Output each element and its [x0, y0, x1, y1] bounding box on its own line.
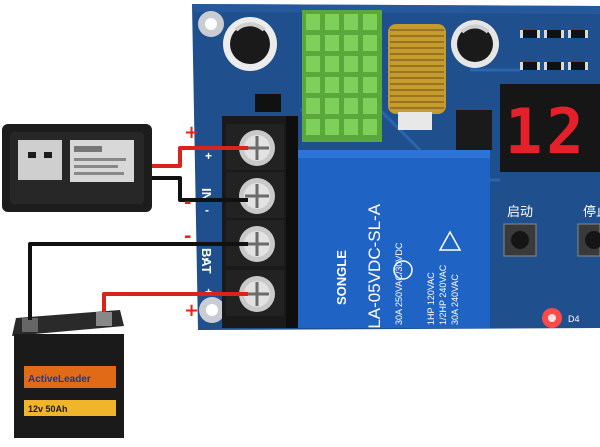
stop-button[interactable]: 停止 — [577, 204, 600, 257]
relay-rating-4: 30A 240VAC — [450, 274, 460, 325]
display-value: 12.0 — [505, 95, 600, 168]
battery-label-band — [24, 366, 116, 388]
heatsink — [302, 10, 382, 142]
mounting-hole-icon — [199, 297, 225, 323]
led-indicator: D4 — [542, 308, 580, 328]
input-label: IN — [199, 188, 214, 201]
capacitor-right — [451, 20, 499, 68]
wiring — [28, 146, 248, 320]
polarity-mark-4: + — [184, 300, 199, 321]
battery-label: BAT — [199, 248, 214, 274]
terminal-sign-3: - — [205, 251, 209, 265]
resistor-array — [520, 30, 588, 70]
terminal-screw-2 — [226, 172, 284, 218]
polarity-mark-3: - — [184, 226, 191, 247]
capacitor-left — [223, 17, 277, 71]
relay: SONGLE SLA-05VDC-SL-A 30A 250VAC/30VDC 1… — [292, 150, 490, 340]
start-button-label: 启动 — [507, 204, 533, 219]
cqc-mark-icon — [393, 260, 413, 280]
header-pins — [398, 112, 432, 130]
battery-negative-wire — [28, 242, 248, 320]
terminal-sign-2: - — [205, 203, 209, 217]
battery-terminal-positive — [96, 312, 112, 326]
adapter-positive-wire — [152, 146, 248, 168]
polarity-mark-1: + — [184, 122, 199, 143]
inductor-coil — [388, 24, 446, 114]
relay-rating-2: 1HP 120VAC — [426, 272, 436, 325]
polarity-mark-2: - — [184, 192, 191, 213]
relay-rating-3: 1/2HP 240VAC — [438, 264, 448, 325]
terminal-screw-4 — [226, 270, 284, 316]
terminal-screw-3 — [226, 220, 284, 266]
battery-brand: ActiveLeader — [28, 374, 91, 385]
start-button[interactable]: 启动 — [503, 204, 537, 257]
stop-button-label: 停止 — [583, 204, 600, 219]
relay-model: SLA-05VDC-SL-A — [365, 203, 384, 340]
relay-brand: SONGLE — [334, 250, 349, 305]
terminal-sign-1: + — [205, 149, 212, 163]
car-battery: ActiveLeader 12v 50Ah — [12, 310, 124, 438]
mounting-hole-icon — [198, 11, 224, 37]
relay-rating-1: 30A 250VAC/30VDC — [394, 242, 404, 325]
terminal-block — [222, 116, 298, 328]
warning-triangle-icon — [438, 230, 462, 251]
adapter-plug-icon — [18, 140, 62, 180]
battery-spec: 12v 50Ah — [28, 404, 68, 414]
adapter-negative-wire — [152, 176, 248, 202]
seven-segment-display: 12.0 — [500, 84, 600, 172]
battery-terminal-negative — [22, 318, 38, 332]
diode — [255, 94, 281, 112]
ic-chip — [456, 110, 492, 150]
battery-positive-wire — [102, 292, 248, 312]
power-adapter — [2, 124, 152, 212]
led-label: D4 — [568, 314, 580, 324]
